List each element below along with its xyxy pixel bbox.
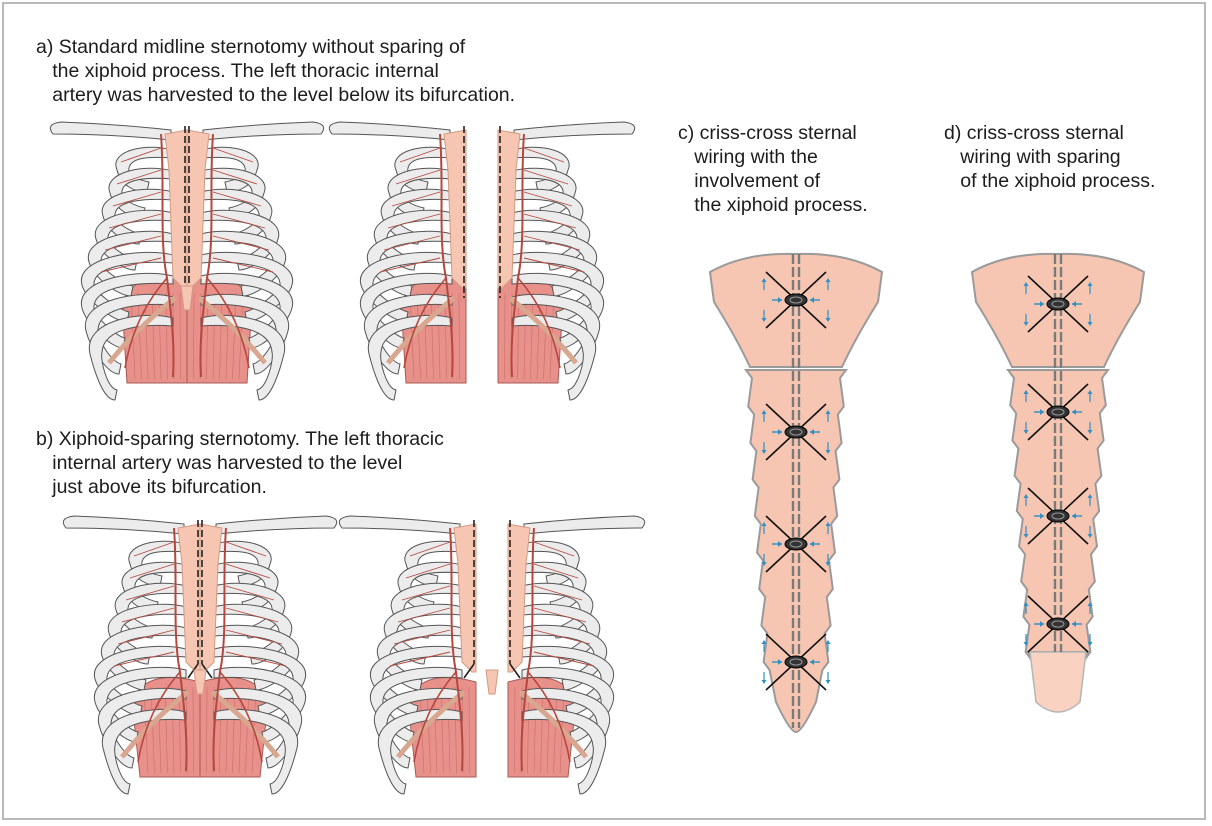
thorax-standard-closed [50, 122, 323, 400]
thorax-xiphoid-sparing-opened [339, 516, 644, 794]
clavicle [50, 122, 171, 140]
clavicle [339, 516, 460, 534]
tension-arrow-head [762, 680, 767, 684]
sternum-half [187, 130, 209, 288]
sternal-body [746, 370, 846, 732]
thorax-standard-opened [329, 122, 634, 400]
sternum-half [498, 130, 520, 288]
tension-arrow-head [826, 680, 831, 684]
clavicle [329, 122, 450, 140]
clavicle [524, 516, 645, 534]
sternum-half [165, 130, 187, 288]
xiphoid-process [1030, 652, 1086, 712]
clavicle [203, 122, 324, 140]
sternum-half [444, 130, 466, 288]
xiphoid-process [486, 670, 498, 694]
clavicle [63, 516, 184, 534]
sternum-wiring-sparing-xiphoid [972, 254, 1144, 712]
manubrium [710, 254, 882, 367]
clavicle [514, 122, 635, 140]
clavicle [216, 516, 337, 534]
thorax-xiphoid-sparing-closed [63, 516, 336, 794]
sternum-wiring-with-xiphoid [710, 254, 882, 732]
